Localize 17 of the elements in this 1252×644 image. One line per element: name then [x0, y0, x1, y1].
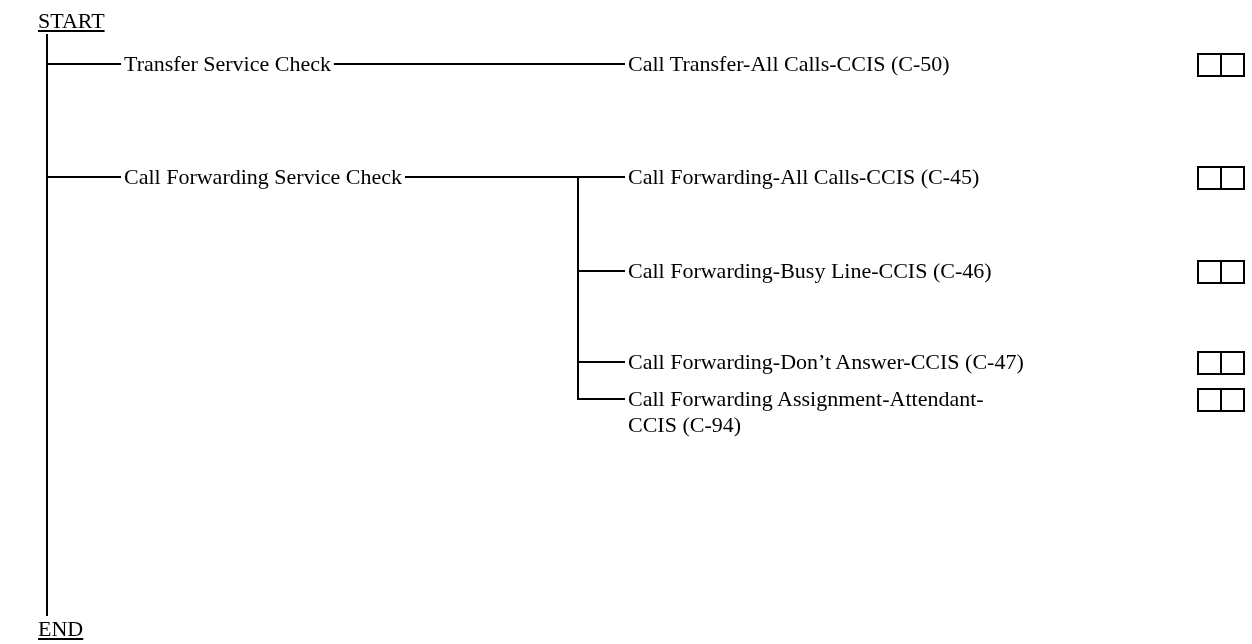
step-label: Call Forwarding Assignment-Attendant- CCIS (C-94) — [628, 386, 1020, 438]
check-box — [1197, 351, 1245, 375]
step-label: Call Forwarding-All Calls-CCIS (C-45) — [628, 164, 980, 190]
check-box — [1197, 53, 1245, 77]
check-box — [1197, 388, 1245, 412]
step-label: Call Forwarding Service Check — [124, 164, 402, 190]
step-label: Call Transfer-All Calls-CCIS (C-50) — [628, 51, 950, 77]
check-box — [1197, 166, 1245, 190]
step-label: Call Forwarding-Busy Line-CCIS (C-46) — [628, 258, 992, 284]
terminal-label: END — [38, 616, 94, 642]
terminal-label: START — [38, 8, 104, 34]
step-label: Call Forwarding-Don’t Answer-CCIS (C-47) — [628, 349, 1024, 375]
connector-line — [46, 33, 122, 178]
connector-line — [404, 176, 626, 400]
connector-line — [332, 63, 626, 65]
step-label: Transfer Service Check — [124, 51, 331, 77]
check-box — [1197, 260, 1245, 284]
